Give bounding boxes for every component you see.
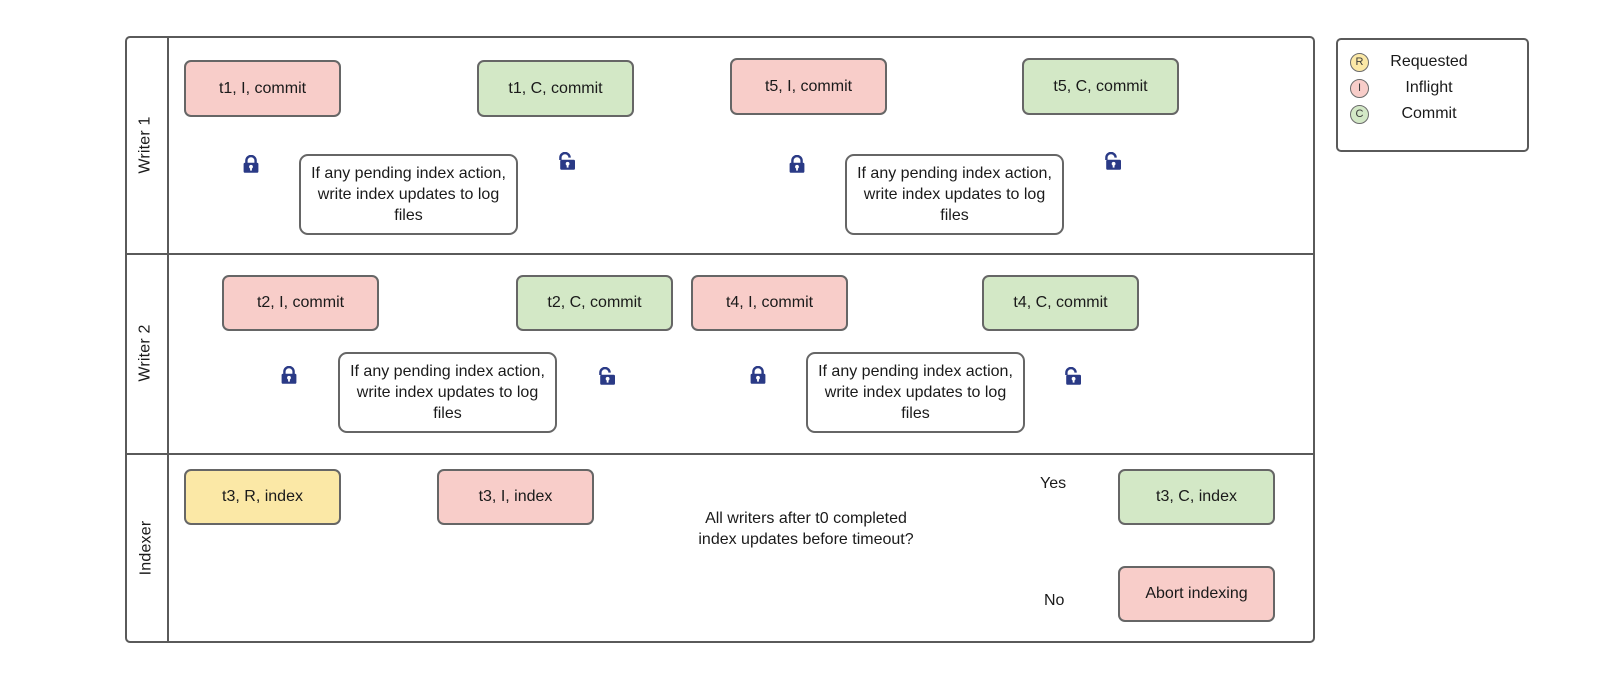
swimlane-pool — [125, 36, 1315, 643]
lane-label-indexer-text: Indexer — [137, 520, 154, 576]
node-w1-t1-commit[interactable]: t1, C, commit — [477, 60, 634, 117]
lane-label-writer-2-text: Writer 2 — [137, 324, 154, 382]
lane-label-writer-1-text: Writer 1 — [137, 116, 154, 174]
lock-closed-icon — [789, 155, 805, 173]
node-w2-process-a[interactable]: If any pending index action, write index… — [338, 352, 557, 433]
lane-label-writer-2: Writer 2 — [96, 324, 196, 381]
node-w1-t1-inflight[interactable]: t1, I, commit — [184, 60, 341, 117]
legend-label-inflight: Inflight — [1405, 79, 1453, 96]
lock-closed-icon — [243, 155, 259, 173]
lock-open-icon — [1065, 367, 1081, 385]
lock-open-icon — [599, 367, 615, 385]
lane-separator-2 — [125, 453, 1315, 455]
legend-label-commit: Commit — [1401, 105, 1457, 122]
lane-label-indexer: Indexer — [96, 521, 196, 576]
lock-open-icon — [559, 152, 575, 170]
lock-open-icon — [1105, 152, 1121, 170]
legend-panel: R Requested I Inflight C Commit — [1336, 38, 1529, 152]
node-ix-t3-inflight[interactable]: t3, I, index — [437, 469, 594, 525]
legend-item-requested: R Requested — [1350, 49, 1513, 75]
lane-label-writer-1: Writer 1 — [96, 116, 196, 173]
legend-label-requested: Requested — [1390, 53, 1468, 70]
inflight-badge-icon: I — [1350, 78, 1369, 98]
node-w1-process-b[interactable]: If any pending index action, write index… — [845, 154, 1064, 235]
node-ix-abort[interactable]: Abort indexing — [1118, 566, 1275, 622]
node-ix-t3-requested[interactable]: t3, R, index — [184, 469, 341, 525]
lane-separator-1 — [125, 253, 1315, 255]
node-w1-t5-inflight[interactable]: t5, I, commit — [730, 58, 887, 115]
node-w1-process-a[interactable]: If any pending index action, write index… — [299, 154, 518, 235]
edge-label-no: No — [1044, 592, 1065, 609]
node-w1-t5-commit[interactable]: t5, C, commit — [1022, 58, 1179, 115]
legend-item-commit: C Commit — [1350, 101, 1513, 127]
node-w2-process-b[interactable]: If any pending index action, write index… — [806, 352, 1025, 433]
lane-header-divider — [167, 36, 169, 643]
commit-badge-icon: C — [1350, 104, 1369, 124]
node-w2-t4-inflight[interactable]: t4, I, commit — [691, 275, 848, 331]
lock-closed-icon — [750, 366, 766, 384]
requested-badge-icon: R — [1350, 52, 1369, 72]
lock-closed-icon — [281, 366, 297, 384]
edge-label-yes: Yes — [1040, 475, 1067, 492]
node-ix-t3-commit[interactable]: t3, C, index — [1118, 469, 1275, 525]
legend-item-inflight: I Inflight — [1350, 75, 1513, 101]
node-w2-t2-commit[interactable]: t2, C, commit — [516, 275, 673, 331]
node-w2-t4-commit[interactable]: t4, C, commit — [982, 275, 1139, 331]
node-w2-t2-inflight[interactable]: t2, I, commit — [222, 275, 379, 331]
